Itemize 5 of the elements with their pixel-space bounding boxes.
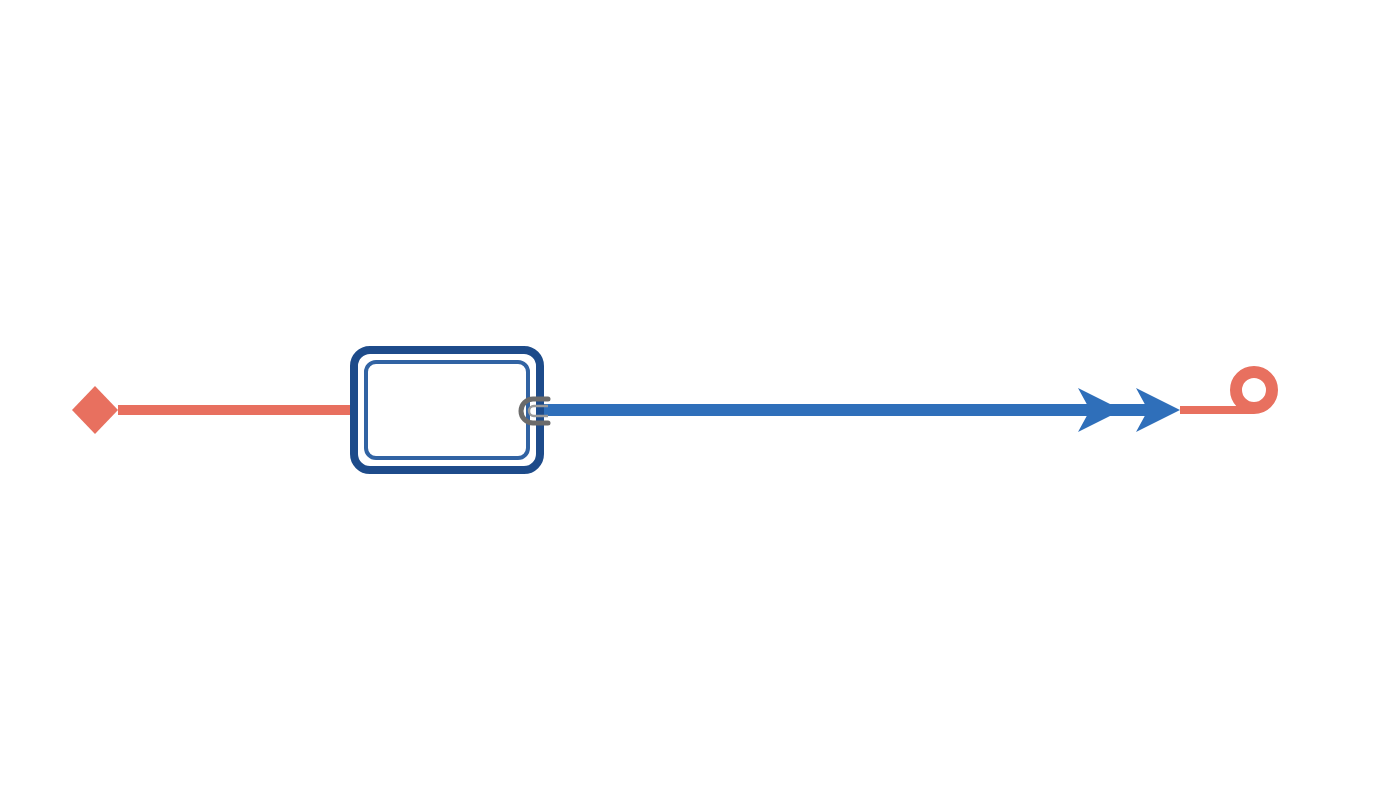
ring-endpoint xyxy=(1180,364,1284,420)
connector-line xyxy=(118,405,350,415)
diamond-endpoint xyxy=(72,386,118,434)
arrow xyxy=(544,388,1180,432)
rounded-frame xyxy=(350,346,544,474)
